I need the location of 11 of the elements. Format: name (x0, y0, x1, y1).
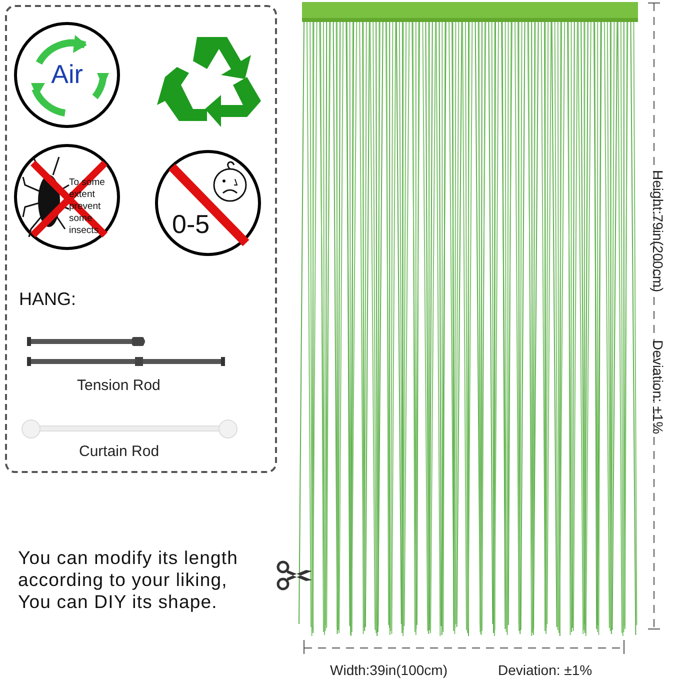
rod-caption: Tension Rod (77, 377, 160, 394)
heading: HANG: (19, 289, 76, 310)
dimension-text: Deviation: ±1% (650, 340, 666, 434)
instruction-text: You can modify its length according to your liking, You can DIY its shape. (18, 547, 239, 613)
dimension-text: Width:39in(100cm) (330, 662, 448, 678)
rod-caption: Curtain Rod (79, 443, 160, 460)
dimension-text: Deviation: ±1% (498, 662, 592, 678)
dimension-text: Height:79in(200cm) (650, 170, 666, 292)
age-label: 0-5 (172, 209, 210, 240)
feature-panel (5, 5, 277, 473)
badge-label: Air (50, 59, 84, 90)
